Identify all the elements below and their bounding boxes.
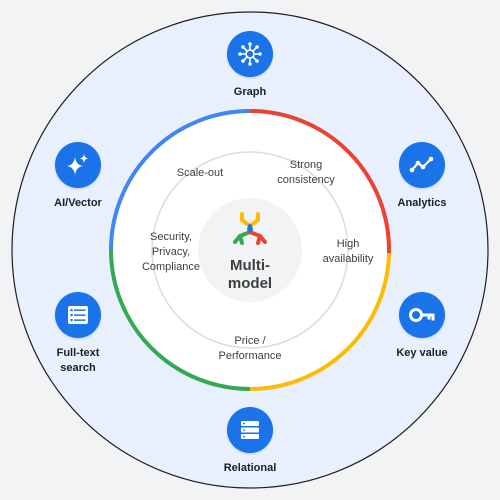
full-text-search-line1: Full-text [56,347,100,359]
scale-out-text: Scale-out [176,167,224,179]
full-text-search-line2: search [60,362,96,374]
price-performance-line2: Performance [218,350,282,362]
ring-segment-yellow [249,252,391,391]
high-availability-label: High availability [308,237,388,267]
node-ai-vector: AI/Vector [18,142,138,211]
node-graph: Graph [190,31,310,100]
privacy-line: Privacy, [151,246,191,258]
analytics-label: Analytics [397,197,447,209]
multi-model-logo-icon [233,212,267,245]
key-icon [409,308,435,322]
price-performance-line1: Price / [234,335,266,347]
center-label-line2: model [227,275,273,292]
strong-consistency-label: Strong consistency [266,158,346,188]
high-availability-line2: availability [322,253,374,265]
relational-label: Relational [223,462,277,474]
key-value-button[interactable] [399,292,445,338]
sparkle-icon [67,154,88,175]
ai-vector-label: AI/Vector [54,197,102,209]
strong-consistency-line1: Strong [289,159,323,171]
center-label-line1: Multi- [230,257,270,274]
compliance-line: Compliance [141,261,201,273]
relational-button[interactable] [227,407,273,453]
graph-icon [238,42,262,66]
center-disc [198,198,302,302]
high-availability-line1: High [336,238,360,250]
center-label: Multi- model [200,257,300,293]
scale-out-label: Scale-out [165,166,235,181]
document-list-icon [68,306,88,324]
strong-consistency-line2: consistency [277,174,335,186]
security-line: Security, [150,231,192,243]
full-text-search-label: Full-text search [18,346,138,376]
security-privacy-compliance-label: Security, Privacy, Compliance [126,230,216,275]
price-performance-label: Price / Performance [205,334,295,364]
ring-segment-green [108,248,251,391]
node-analytics: Analytics [362,142,482,211]
node-relational: Relational [190,407,310,476]
graph-label: Graph [233,86,267,98]
database-icon [241,421,259,439]
analytics-icon [409,156,434,173]
ai-vector-button[interactable] [55,142,101,188]
node-key-value: Key value [362,292,482,361]
graph-button[interactable] [227,31,273,77]
ring-segment-blue [109,109,251,250]
key-value-label: Key value [396,347,448,359]
node-full-text-search: Full-text search [18,292,138,376]
full-text-search-button[interactable] [55,292,101,338]
analytics-button[interactable] [399,142,445,188]
inner-gray-ring [151,151,349,349]
ring-segment-red [249,109,392,254]
